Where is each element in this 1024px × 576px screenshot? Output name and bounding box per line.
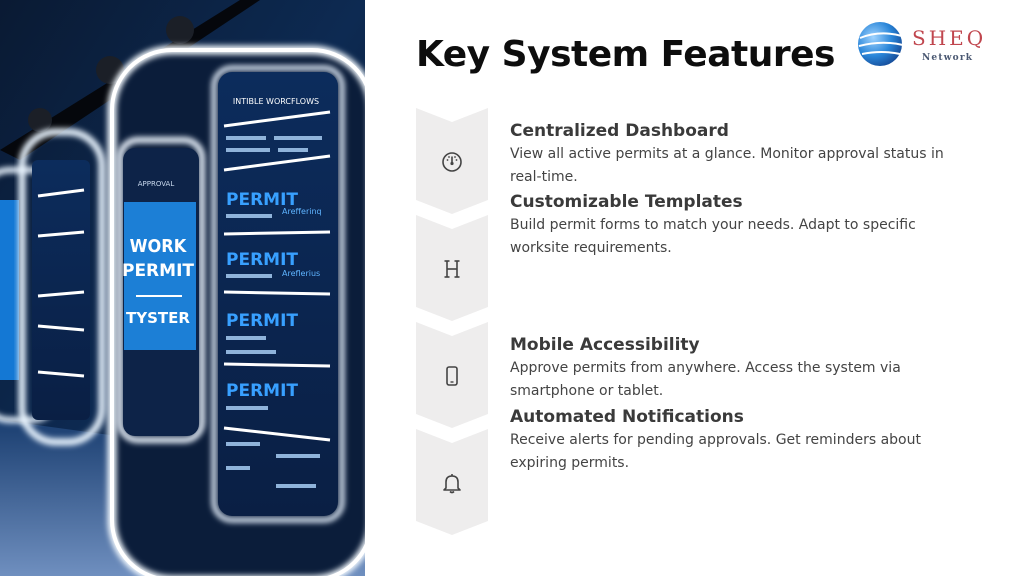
step-3 [416, 322, 488, 430]
hero-photo: WORK PERMIT TYSTER APPROVAL INTIBLE WORC… [0, 0, 365, 576]
feature-description: Approve permits from anywhere. Access th… [510, 360, 901, 399]
feature-description: Receive alerts for pending approvals. Ge… [510, 432, 921, 471]
photo-text-permit: PERMIT [122, 261, 194, 281]
photo-text-areflerius: Areflerius [282, 269, 320, 278]
page-title: Key System Features [416, 34, 835, 75]
feature-title: Centralized Dashboard [510, 121, 729, 141]
step-4 [416, 429, 488, 537]
feature-title: Mobile Accessibility [510, 335, 700, 355]
photo-text-permit-1: PERMIT [226, 190, 298, 210]
heading-h-icon [444, 260, 460, 278]
photo-text-tyster: TYSTER [126, 309, 190, 327]
smartphone-icon [446, 366, 458, 386]
work-permit-screens-illustration: WORK PERMIT TYSTER APPROVAL INTIBLE WORC… [0, 0, 365, 576]
sheq-network-logo: SHEQ Network [856, 18, 996, 70]
dashboard-gauge-icon [442, 152, 462, 172]
feature-centralized-dashboard: Centralized Dashboard View all active pe… [510, 119, 980, 189]
feature-title: Customizable Templates [510, 192, 743, 212]
feature-description: View all active permits at a glance. Mon… [510, 146, 944, 185]
step-1 [416, 108, 488, 216]
step-2 [416, 215, 488, 323]
photo-text-permit-2: PERMIT [226, 250, 298, 270]
photo-text-permit-4: PERMIT [226, 381, 298, 401]
feature-customizable-templates: Customizable Templates Build permit form… [510, 190, 980, 260]
photo-text-workflows: INTIBLE WORCFLOWS [233, 97, 319, 106]
feature-title: Automated Notifications [510, 407, 744, 427]
photo-text-permit-3: PERMIT [226, 311, 298, 331]
feature-automated-notifications: Automated Notifications Receive alerts f… [510, 405, 980, 475]
bell-icon [443, 474, 461, 494]
logo-subtitle: Network [922, 53, 974, 63]
feature-mobile-accessibility: Mobile Accessibility Approve permits fro… [510, 333, 980, 403]
globe-logo-icon [858, 22, 904, 66]
logo-name: SHEQ [912, 26, 987, 50]
photo-text-work: WORK [130, 236, 188, 257]
photo-text-approval: APPROVAL [138, 180, 175, 188]
photo-text-arefferinq: Arefferinq [282, 207, 322, 216]
feature-description: Build permit forms to match your needs. … [510, 217, 916, 256]
